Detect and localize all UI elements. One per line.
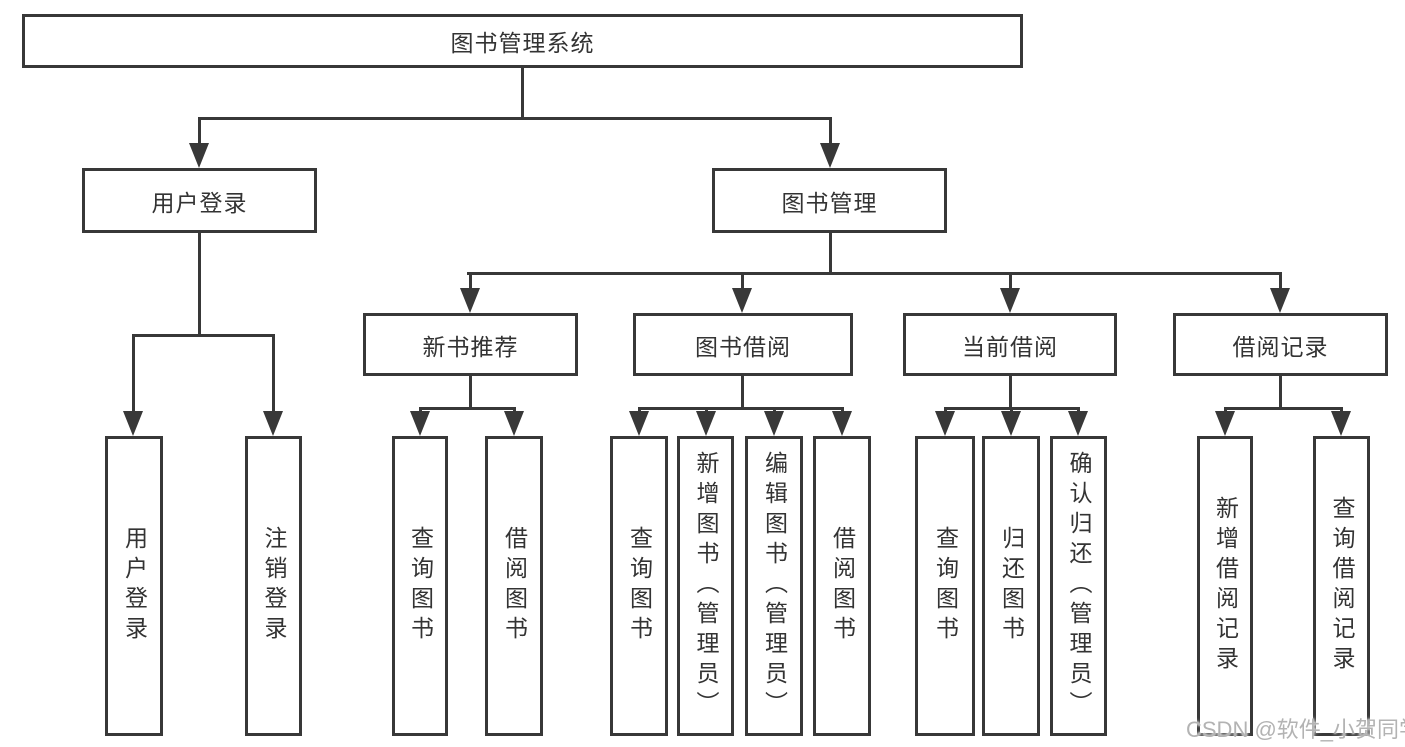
node-borrow-records-label: 借阅记录 <box>1232 333 1329 360</box>
leaf-bb-borrow-books-label: 借阅图书 <box>829 526 856 646</box>
connector-new-book-stem <box>468 376 472 409</box>
csdn-watermark: CSDN @软件_小贺同学 <box>1186 717 1405 742</box>
arrowhead-bb-borrow <box>832 411 852 436</box>
arrowhead-leaf-logout <box>263 411 283 436</box>
node-user-login: 用户登录 <box>82 168 317 233</box>
arrowhead-bb-add <box>696 411 716 436</box>
arrowhead-current-borrow <box>1000 288 1020 313</box>
leaf-cb-return-books: 归还图书 <box>982 436 1040 736</box>
node-borrow-records: 借阅记录 <box>1173 313 1388 376</box>
node-new-book-recommend-label: 新书推荐 <box>422 333 519 360</box>
leaf-nbr-borrow-books: 借阅图书 <box>485 436 543 736</box>
connector-drop-book-borrow <box>740 272 744 292</box>
node-book-mgmt-label: 图书管理 <box>781 189 878 216</box>
leaf-nbr-query-books: 查询图书 <box>392 436 448 736</box>
arrowhead-cb-query <box>935 411 955 436</box>
connector-drop-leaf-logout <box>271 334 275 414</box>
leaf-br-query-borrow-record-label: 查询借阅记录 <box>1329 496 1355 676</box>
node-book-mgmt: 图书管理 <box>712 168 947 233</box>
connector-borrow-records-rail <box>1223 407 1343 410</box>
leaf-user-login: 用户登录 <box>105 436 163 736</box>
node-root: 图书管理系统 <box>22 14 1023 68</box>
connector-book-borrow-stem <box>740 376 744 409</box>
arrowhead-bb-query <box>629 411 649 436</box>
leaf-user-login-label: 用户登录 <box>121 526 148 646</box>
node-current-borrow: 当前借阅 <box>903 313 1117 376</box>
arrowhead-leaf-login <box>123 411 143 436</box>
connector-book-mgmt-stem <box>828 233 832 275</box>
arrowhead-book-borrow <box>732 288 752 313</box>
arrowhead-cb-return <box>1001 411 1021 436</box>
connector-drop-borrow-records <box>1278 272 1282 292</box>
leaf-cb-return-books-label: 归还图书 <box>998 526 1025 646</box>
arrowhead-book-mgmt <box>820 143 840 168</box>
arrowhead-br-add <box>1215 411 1235 436</box>
leaf-bb-edit-books-admin: 编辑图书（管理员） <box>745 436 803 736</box>
connector-drop-new-book <box>468 272 472 292</box>
connector-drop-book-mgmt <box>828 117 832 147</box>
node-new-book-recommend: 新书推荐 <box>363 313 578 376</box>
arrowhead-bb-edit <box>764 411 784 436</box>
leaf-bb-add-books-admin-label: 新增图书（管理员） <box>693 451 719 721</box>
arrowhead-nbr-borrow <box>504 411 524 436</box>
connector-user-login-stem <box>197 233 201 335</box>
connector-level1-rail <box>197 117 832 120</box>
leaf-cb-query-books-label: 查询图书 <box>932 526 959 646</box>
node-root-label: 图书管理系统 <box>450 30 595 56</box>
node-book-borrow: 图书借阅 <box>633 313 853 376</box>
leaf-nbr-query-books-label: 查询图书 <box>407 526 434 646</box>
arrowhead-borrow-records <box>1270 288 1290 313</box>
arrowhead-br-query <box>1331 411 1351 436</box>
leaf-logout-label: 注销登录 <box>261 526 287 646</box>
connector-book-borrow-rail <box>637 407 844 410</box>
leaf-bb-edit-books-admin-label: 编辑图书（管理员） <box>761 451 788 721</box>
leaf-br-add-borrow-record-label: 新增借阅记录 <box>1212 496 1239 676</box>
connector-drop-user-login <box>197 117 201 147</box>
leaf-bb-add-books-admin: 新增图书（管理员） <box>677 436 734 736</box>
leaf-cb-query-books: 查询图书 <box>915 436 975 736</box>
leaf-br-add-borrow-record: 新增借阅记录 <box>1197 436 1253 736</box>
arrowhead-cb-confirm <box>1068 411 1088 436</box>
node-user-login-label: 用户登录 <box>151 189 248 216</box>
connector-user-login-rail <box>131 334 275 337</box>
arrowhead-user-login <box>189 143 209 168</box>
node-current-borrow-label: 当前借阅 <box>962 333 1058 360</box>
leaf-bb-borrow-books: 借阅图书 <box>813 436 871 736</box>
leaf-nbr-borrow-books-label: 借阅图书 <box>501 526 528 646</box>
connector-level2-rail <box>466 272 1282 275</box>
arrowhead-new-book <box>460 288 480 313</box>
connector-drop-current-borrow <box>1008 272 1012 292</box>
connector-drop-leaf-login <box>131 334 135 414</box>
leaf-cb-confirm-return-admin: 确认归还（管理员） <box>1050 436 1107 736</box>
leaf-cb-confirm-return-admin-label: 确认归还（管理员） <box>1066 451 1092 721</box>
leaf-bb-query-books-label: 查询图书 <box>626 526 653 646</box>
leaf-br-query-borrow-record: 查询借阅记录 <box>1313 436 1370 736</box>
leaf-logout: 注销登录 <box>245 436 302 736</box>
arrowhead-nbr-query <box>410 411 430 436</box>
connector-current-borrow-stem <box>1008 376 1012 409</box>
connector-new-book-rail <box>418 407 516 410</box>
leaf-bb-query-books: 查询图书 <box>610 436 668 736</box>
connector-root-stem <box>520 68 524 120</box>
connector-borrow-records-stem <box>1278 376 1282 409</box>
node-book-borrow-label: 图书借阅 <box>695 333 791 360</box>
